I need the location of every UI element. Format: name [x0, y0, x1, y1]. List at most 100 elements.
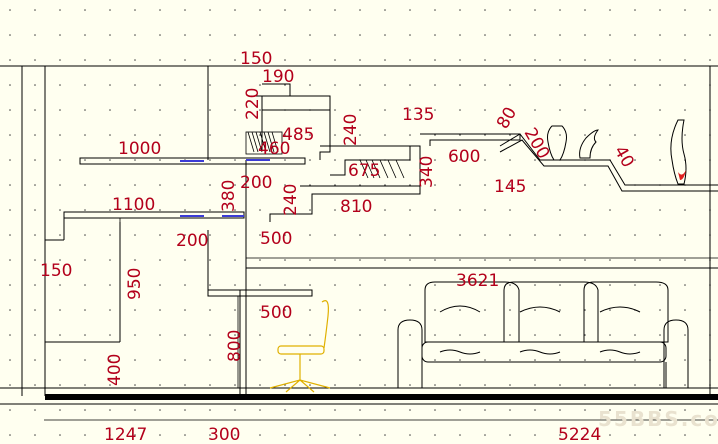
grid-dot	[134, 409, 136, 411]
grid-dot	[684, 259, 686, 261]
grid-dot	[459, 84, 461, 86]
grid-dot	[109, 409, 111, 411]
grid-dot	[284, 9, 286, 11]
grid-dot	[184, 34, 186, 36]
grid-dot	[709, 59, 711, 61]
grid-dot	[684, 309, 686, 311]
grid-dot	[534, 9, 536, 11]
grid-dot	[509, 134, 511, 136]
grid-dot	[559, 434, 561, 436]
grid-dot	[34, 284, 36, 286]
grid-dot	[409, 84, 411, 86]
dim-1000: 1000	[118, 139, 161, 159]
dim-145: 145	[494, 177, 526, 197]
grid-dot	[409, 184, 411, 186]
grid-dot	[409, 359, 411, 361]
grid-dot	[309, 59, 311, 61]
grid-dot	[534, 309, 536, 311]
grid-dot	[334, 434, 336, 436]
grid-dot	[34, 234, 36, 236]
dim-675: 675	[348, 161, 380, 181]
grid-dot	[509, 184, 511, 186]
grid-dot	[459, 134, 461, 136]
grid-dot	[284, 334, 286, 336]
grid-dot	[209, 259, 211, 261]
grid-dot	[209, 434, 211, 436]
grid-dot	[209, 34, 211, 36]
grid-dot	[84, 109, 86, 111]
grid-dot	[284, 184, 286, 186]
grid-dot	[334, 384, 336, 386]
grid-dot	[509, 209, 511, 211]
grid-dot	[459, 159, 461, 161]
grid-dot	[509, 334, 511, 336]
grid-dot	[284, 159, 286, 161]
grid-dot	[9, 159, 11, 161]
desk-chair	[269, 300, 331, 393]
grid-dot	[134, 59, 136, 61]
grid-dot	[259, 109, 261, 111]
dim-485: 485	[282, 125, 314, 145]
dim-200-low: 200	[176, 231, 208, 251]
grid-dot	[9, 59, 11, 61]
grid-dot	[559, 334, 561, 336]
grid-dot	[284, 234, 286, 236]
dim-800: 800	[225, 330, 245, 362]
grid-dot	[109, 34, 111, 36]
grid-dot	[334, 159, 336, 161]
grid-dot	[509, 309, 511, 311]
grid-dot	[209, 9, 211, 11]
grid-dot	[434, 209, 436, 211]
dim-810: 810	[340, 197, 372, 217]
grid-dot	[34, 309, 36, 311]
grid-dot	[184, 434, 186, 436]
grid-dot	[409, 109, 411, 111]
grid-dot	[534, 184, 536, 186]
grid-dot	[484, 434, 486, 436]
grid-dot	[184, 259, 186, 261]
grid-dot	[559, 84, 561, 86]
dim-500-desk: 500	[260, 303, 292, 323]
grid-dot	[109, 259, 111, 261]
grid-dot	[209, 134, 211, 136]
grid-dot	[684, 384, 686, 386]
grid-dot	[684, 59, 686, 61]
grid-dot	[334, 309, 336, 311]
grid-dot	[409, 284, 411, 286]
grid-dot	[234, 84, 236, 86]
grid-dot	[234, 184, 236, 186]
dim-950: 950	[125, 268, 145, 300]
grid-dot	[609, 9, 611, 11]
grid-dot	[234, 9, 236, 11]
grid-dot	[634, 134, 636, 136]
grid-dot	[84, 9, 86, 11]
grid-dot	[409, 309, 411, 311]
grid-dot	[584, 359, 586, 361]
grid-dot	[584, 309, 586, 311]
grid-dot	[434, 234, 436, 236]
grid-dot	[134, 9, 136, 11]
grid-dot	[209, 59, 211, 61]
grid-dot	[434, 59, 436, 61]
grid-dot	[34, 359, 36, 361]
grid-dot	[59, 384, 61, 386]
grid-dot	[609, 334, 611, 336]
grid-dot	[9, 384, 11, 386]
grid-dot	[309, 409, 311, 411]
grid-dot	[359, 9, 361, 11]
grid-dot	[359, 284, 361, 286]
grid-dot	[134, 334, 136, 336]
grid-dot	[284, 134, 286, 136]
grid-dot	[309, 184, 311, 186]
grid-dot	[34, 84, 36, 86]
grid-dot	[234, 34, 236, 36]
grid-dot	[59, 34, 61, 36]
grid-dot	[484, 259, 486, 261]
grid-dot	[184, 84, 186, 86]
dim-240-lower: 240	[281, 184, 301, 216]
grid-dot	[509, 159, 511, 161]
grid-dot	[659, 409, 661, 411]
grid-dot	[309, 134, 311, 136]
grid-dot	[659, 259, 661, 261]
grid-dot	[584, 209, 586, 211]
